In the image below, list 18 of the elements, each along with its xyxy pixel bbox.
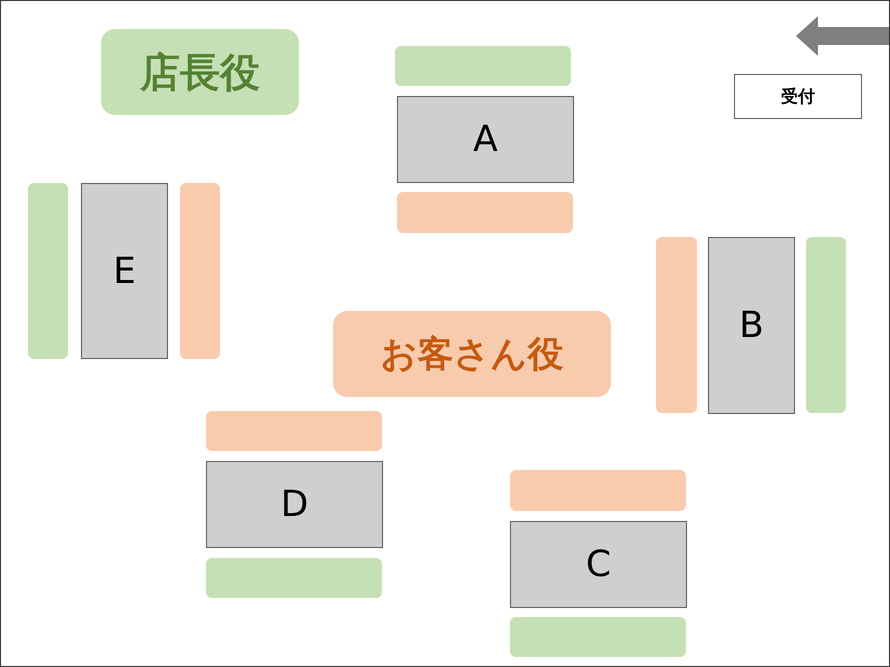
seat-bar [656,237,697,413]
role-label-box: 店長役 [101,29,299,115]
seat-bar [510,617,686,657]
seat-bar [180,183,220,359]
table-box: D [206,461,383,548]
seat-bar [206,558,382,598]
seat-bar [397,192,573,233]
table-box: A [397,96,574,183]
table-box: E [81,183,168,359]
role-label-box: お客さん役 [333,311,611,397]
seat-bar [510,470,686,511]
table-box: C [510,521,687,608]
seat-bar [806,237,846,413]
seat-bar [395,46,571,86]
reception-box: 受付 [734,74,862,119]
seat-bar [206,411,382,451]
table-box: B [708,237,795,414]
seat-bar [28,183,68,359]
